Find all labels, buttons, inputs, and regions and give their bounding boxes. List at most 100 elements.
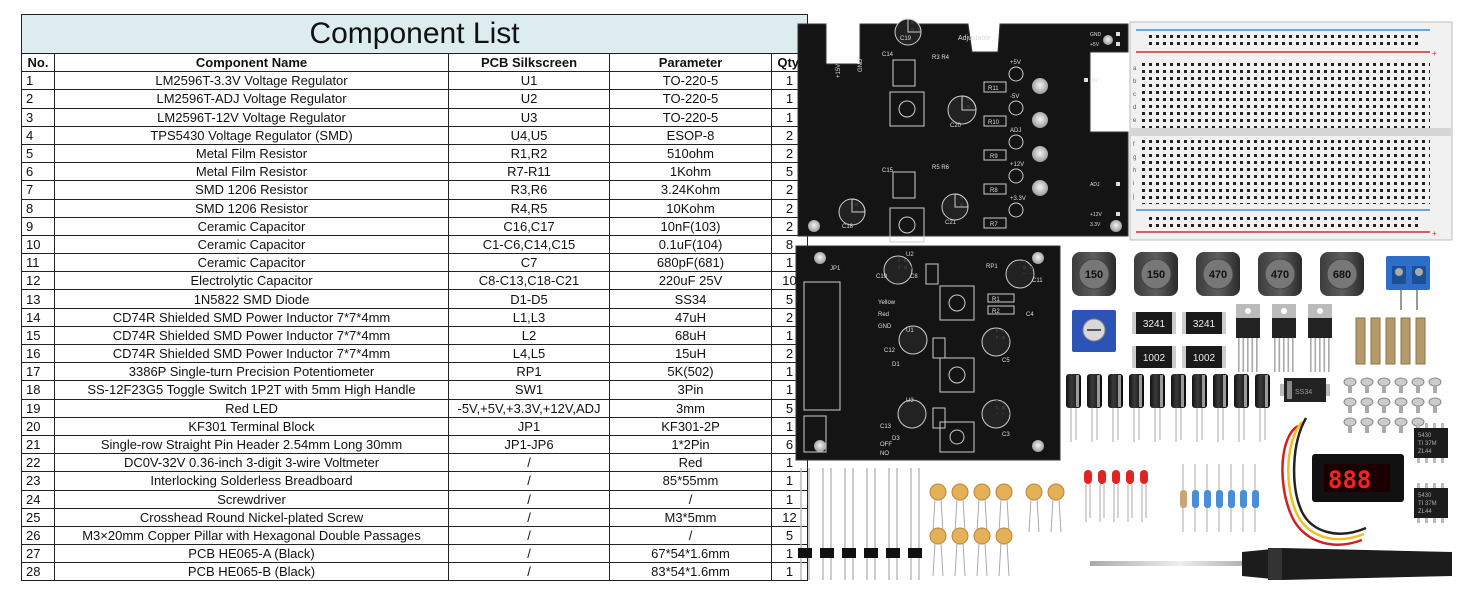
cell-col-no: 18 — [21, 380, 55, 400]
copper-pillar — [1355, 317, 1366, 365]
svg-text:D1: D1 — [892, 362, 900, 368]
pcb-a-header-label: 3.3V — [1090, 222, 1101, 228]
cell-col-component-name: LM2596T-12V Voltage Regulator — [54, 107, 449, 127]
cell-col-component-name: Screwdriver — [54, 489, 449, 509]
resistor — [1180, 464, 1187, 532]
ceramic-capacitor — [995, 527, 1013, 577]
cell-col-pcb-silkscreen: U2 — [448, 89, 610, 109]
svg-text:C18: C18 — [842, 224, 854, 230]
cell-col-component-name: TPS5430 Voltage Regulator (SMD) — [54, 125, 449, 145]
electrolytic-capacitor — [1234, 374, 1249, 442]
cell-col-pcb-silkscreen: C16,C17 — [448, 216, 610, 236]
svg-text:SS34: SS34 — [1295, 389, 1312, 396]
copper-pillar — [1415, 317, 1426, 365]
cell-col-parameter: / — [609, 489, 772, 509]
cell-col-parameter: 0.1uF(104) — [609, 234, 772, 255]
cell-col-no: 12 — [21, 271, 55, 291]
screw — [1394, 397, 1408, 413]
pin-header — [820, 468, 834, 580]
pcb-a-rail-label: +12V — [1010, 162, 1024, 168]
electrolytic-capacitor — [1150, 374, 1165, 442]
resistors — [1180, 464, 1259, 532]
copper-pillars — [1355, 317, 1426, 365]
svg-text:+: + — [1432, 229, 1437, 238]
header-col-no: No. — [21, 52, 55, 73]
svg-text:1002: 1002 — [1193, 353, 1216, 364]
cell-col-pcb-silkscreen: U4,U5 — [448, 125, 610, 145]
svg-text:150: 150 — [1147, 269, 1165, 281]
cell-col-no: 28 — [21, 562, 55, 582]
cell-col-pcb-silkscreen: L1,L3 — [448, 307, 610, 327]
pcb-a-rail-label: -5V — [1010, 94, 1019, 100]
cell-col-component-name: PCB HE065-A (Black) — [54, 544, 449, 564]
screw — [1343, 397, 1357, 413]
cell-col-no: 5 — [21, 143, 55, 164]
cell-col-parameter: / — [609, 525, 772, 546]
resistor — [1228, 464, 1235, 532]
pcb-b-led-label: Red — [878, 312, 889, 318]
cell-col-pcb-silkscreen: RP1 — [448, 362, 610, 382]
screw — [1411, 397, 1425, 413]
cell-col-no: 11 — [21, 253, 55, 273]
svg-text:R7: R7 — [990, 222, 998, 228]
svg-text:ZL44: ZL44 — [1418, 449, 1432, 455]
cell-col-no: 4 — [21, 125, 55, 145]
resistor — [1192, 464, 1199, 532]
svg-text:C19: C19 — [900, 36, 912, 42]
breadboard-row-letter: d — [1133, 105, 1136, 111]
svg-text:R9: R9 — [990, 154, 998, 160]
cell-col-no: 26 — [21, 525, 55, 546]
svg-text:C4: C4 — [1026, 312, 1034, 318]
svg-text:R5 R6: R5 R6 — [932, 165, 950, 171]
ceramic-capacitor — [995, 483, 1013, 533]
svg-text:ZL44: ZL44 — [1418, 509, 1432, 515]
cell-col-parameter: 10nF(103) — [609, 216, 772, 236]
terminal-block — [1386, 256, 1430, 310]
pcb-b-switch-label: OFF — [880, 442, 892, 448]
cell-col-pcb-silkscreen: / — [448, 544, 610, 564]
cell-col-parameter: 83*54*1.6mm — [609, 562, 772, 582]
cell-col-component-name: Ceramic Capacitor — [54, 234, 449, 255]
red-led — [1126, 470, 1134, 522]
cell-col-parameter: 10Kohm — [609, 198, 772, 218]
cell-col-parameter: 15uH — [609, 343, 772, 364]
svg-text:C15: C15 — [882, 168, 894, 174]
svg-text:R3 R4: R3 R4 — [932, 55, 950, 61]
cell-col-pcb-silkscreen: / — [448, 525, 610, 546]
pin-header — [886, 468, 900, 580]
svg-text:470: 470 — [1271, 269, 1289, 281]
inductor: 680 — [1320, 252, 1364, 296]
resistor — [1252, 464, 1259, 532]
cell-col-pcb-silkscreen: -5V,+5V,+3.3V,+12V,ADJ — [448, 398, 610, 418]
cell-col-component-name: PCB HE065-B (Black) — [54, 562, 449, 582]
cell-col-parameter: TO-220-5 — [609, 89, 772, 109]
cell-col-parameter: 68uH — [609, 325, 772, 346]
pin-header — [864, 468, 878, 580]
pcb-a-header-label: ADJ — [1090, 182, 1100, 188]
cell-col-parameter: TO-220-5 — [609, 71, 772, 91]
cell-col-component-name: Electrolytic Capacitor — [54, 271, 449, 291]
svg-text:3241: 3241 — [1193, 319, 1216, 330]
svg-text:JP1: JP1 — [830, 266, 841, 272]
cell-col-component-name: CD74R Shielded SMD Power Inductor 7*7*4m… — [54, 343, 449, 364]
svg-text:470: 470 — [1209, 269, 1227, 281]
cell-col-component-name: Ceramic Capacitor — [54, 216, 449, 236]
pcb-a-rail-label: +3.3V — [1010, 196, 1026, 202]
breadboard-row-letter: g — [1133, 155, 1136, 161]
breadboard-row-letter: j — [1132, 194, 1134, 200]
cell-col-no: 3 — [21, 107, 55, 127]
screws — [1343, 377, 1442, 433]
cell-col-pcb-silkscreen: R1,R2 — [448, 143, 610, 164]
svg-text:R10: R10 — [988, 120, 1000, 126]
